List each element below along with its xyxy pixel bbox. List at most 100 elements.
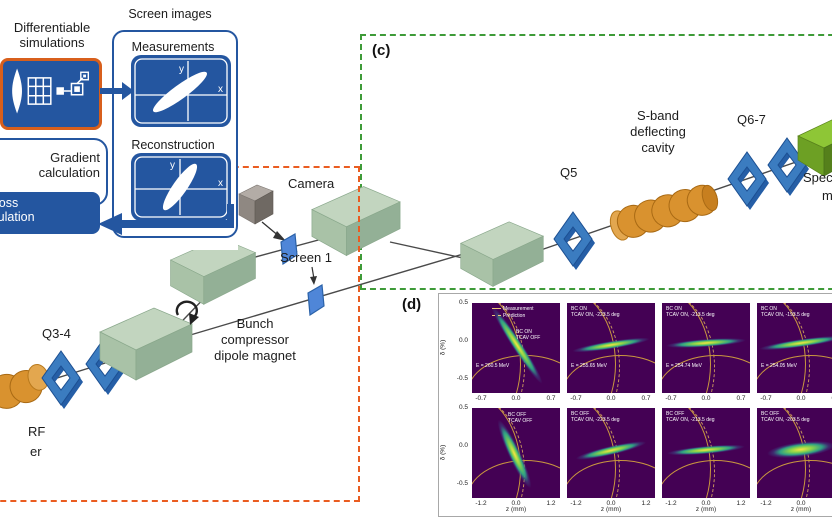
- x-tick: 1.2: [641, 500, 651, 507]
- cond-line1: BC OFF: [508, 412, 527, 418]
- y-axis-label-row1: δ (%): [439, 339, 447, 356]
- phase-space-plot-r2c1: BC OFF TCAV OFF: [472, 408, 560, 498]
- plot-condition-label: BC OFF TCAV ON, -203.5 deg: [761, 411, 810, 423]
- spectrometer-magnet: [797, 119, 832, 177]
- cond-line1: BC ON: [571, 306, 587, 312]
- cond-line2: TCAV ON, -213.5 deg: [666, 312, 715, 318]
- green-dashed-boundary: [360, 34, 832, 290]
- output-node-icon: [70, 82, 84, 96]
- feedback-loop-stub: [227, 204, 234, 226]
- y-axis-label-row2: δ (%): [439, 444, 447, 461]
- y-tick: 0.0: [458, 442, 468, 449]
- cond-line2: TCAV OFF: [516, 335, 541, 341]
- camera: [238, 184, 274, 225]
- bc-label-line1: Bunch: [236, 316, 274, 331]
- phase-space-plot-r1c3: BC ON TCAV ON, -213.5 deg E = 254.74 MeV: [662, 303, 750, 393]
- cavity-label-line1: S-band: [637, 108, 679, 123]
- cond-line2: TCAV ON, -213.5 deg: [666, 417, 715, 423]
- measurement-contour: [472, 355, 560, 393]
- camera-view-arrowhead: [273, 231, 286, 241]
- x-tick: 0.7: [546, 395, 556, 402]
- loss-line2: calculation: [0, 210, 35, 224]
- cond-line2: TCAV OFF: [508, 418, 533, 424]
- panel-d-label: (d): [402, 296, 422, 313]
- x-tick: 0.0: [796, 500, 806, 507]
- bc-label-line3: dipole magnet: [214, 348, 296, 363]
- gradient-line1: Gradient: [50, 150, 100, 165]
- measurements-label: Measurements: [131, 40, 215, 54]
- screen-images-title: Screen images: [128, 7, 212, 21]
- x-tick: 0.0: [606, 395, 616, 402]
- plot-energy-label: E = 255.65 MeV: [571, 363, 607, 369]
- differentiable-simulations-label: Differentiable simulations: [0, 20, 104, 50]
- q5-label: Q5: [560, 165, 578, 180]
- deflecting-cavity: [609, 184, 719, 241]
- y-tick: 0.5: [458, 299, 468, 306]
- prediction-line-swatch: [492, 315, 501, 317]
- loss-calculation-label: Loss calculation: [0, 196, 100, 224]
- phase-space-plot-r2c4: BC OFF TCAV ON, -203.5 deg: [757, 408, 832, 498]
- output-node-dot: [74, 86, 80, 92]
- legend-measurement-label: Measurement: [503, 306, 534, 312]
- measurement-contour: [662, 460, 750, 498]
- simulation-box: [0, 58, 102, 130]
- rf-label-line1: RF: [28, 424, 46, 439]
- screen-x-axis-label: x: [218, 178, 223, 189]
- phase-space-plot-r2c2: BC OFF TCAV ON, -223.5 deg: [567, 408, 655, 498]
- screen-y-axis-label: y: [170, 160, 175, 171]
- cond-line1: BC OFF: [571, 411, 590, 417]
- q34-label: Q3-4: [42, 326, 71, 341]
- rf-structure: [0, 364, 49, 415]
- legend-prediction-label: Prediction: [503, 313, 526, 319]
- phase-space-plot-r2c3: BC OFF TCAV ON, -213.5 deg: [662, 408, 750, 498]
- quadrupole-q6: [727, 151, 769, 210]
- x-tick: -1.2: [475, 500, 487, 507]
- x-tick: -0.7: [475, 395, 487, 402]
- legend-measurement: Measurement: [492, 306, 534, 313]
- x-tick: 0.0: [511, 500, 521, 507]
- reconstruction-screen: y x: [131, 153, 231, 221]
- target-node-icon: [80, 71, 90, 81]
- quadrupole-q3: [41, 350, 83, 409]
- x-tick: 0.7: [823, 395, 832, 402]
- plot-energy-label: E = 260.5 MeV: [476, 363, 510, 369]
- x-tick: -1.2: [665, 500, 677, 507]
- screen1-label: Screen 1: [280, 250, 333, 265]
- x-tick: 0.7: [736, 395, 746, 402]
- x-tick: 0.7: [641, 395, 651, 402]
- x-tick: 1.2: [546, 500, 556, 507]
- measurement-screen: y x: [131, 55, 231, 127]
- diff-sim-line1: Differentiable: [13, 20, 91, 35]
- loss-line1: Loss: [0, 196, 19, 210]
- x-tick: -1.2: [570, 500, 582, 507]
- reconstruction-label: Reconstruction: [131, 138, 215, 152]
- phase-space-plot-r1c2: BC ON TCAV ON, -223.5 deg E = 255.65 MeV: [567, 303, 655, 393]
- cond-line1: BC ON: [666, 306, 682, 312]
- node-icon: [56, 87, 64, 95]
- gradient-calculation-label: Gradient calculation: [0, 150, 100, 180]
- cond-line2: TCAV ON, -203.5 deg: [761, 417, 810, 423]
- spectrometer-label-line2: magnet: [822, 188, 832, 203]
- cond-line1: BC ON: [516, 329, 532, 335]
- y-tick: 0.0: [458, 337, 468, 344]
- sim-to-screens-arrowhead: [122, 82, 134, 100]
- plot-condition-label: BC ON TCAV ON, -223.5 deg: [571, 306, 620, 318]
- bunch-compressor-dipole: [99, 307, 193, 381]
- measurement-contour: [662, 355, 750, 393]
- plot-energy-label: E = 254.05 MeV: [761, 363, 797, 369]
- quadrupole-q5: [553, 211, 595, 270]
- phase-space-plot-r1c1: Measurement Prediction BC ON TCAV OFF E …: [472, 303, 560, 393]
- y-tick: 0.5: [458, 404, 468, 411]
- legend-prediction: Prediction: [492, 313, 534, 320]
- feedback-loop-arrow: [122, 220, 234, 228]
- lattice-grid-icon: [27, 77, 52, 105]
- plot-condition-label: BC OFF TCAV ON, -223.5 deg: [571, 411, 620, 423]
- screen-y-axis-label: y: [179, 64, 184, 75]
- x-tick: -0.7: [760, 395, 772, 402]
- plot-condition-label: BC ON TCAV OFF: [516, 329, 540, 341]
- screen-1: [280, 233, 298, 265]
- x-tick: 0.0: [701, 500, 711, 507]
- feedback-loop-arrowhead: [98, 213, 122, 235]
- x-tick: 0.0: [511, 395, 521, 402]
